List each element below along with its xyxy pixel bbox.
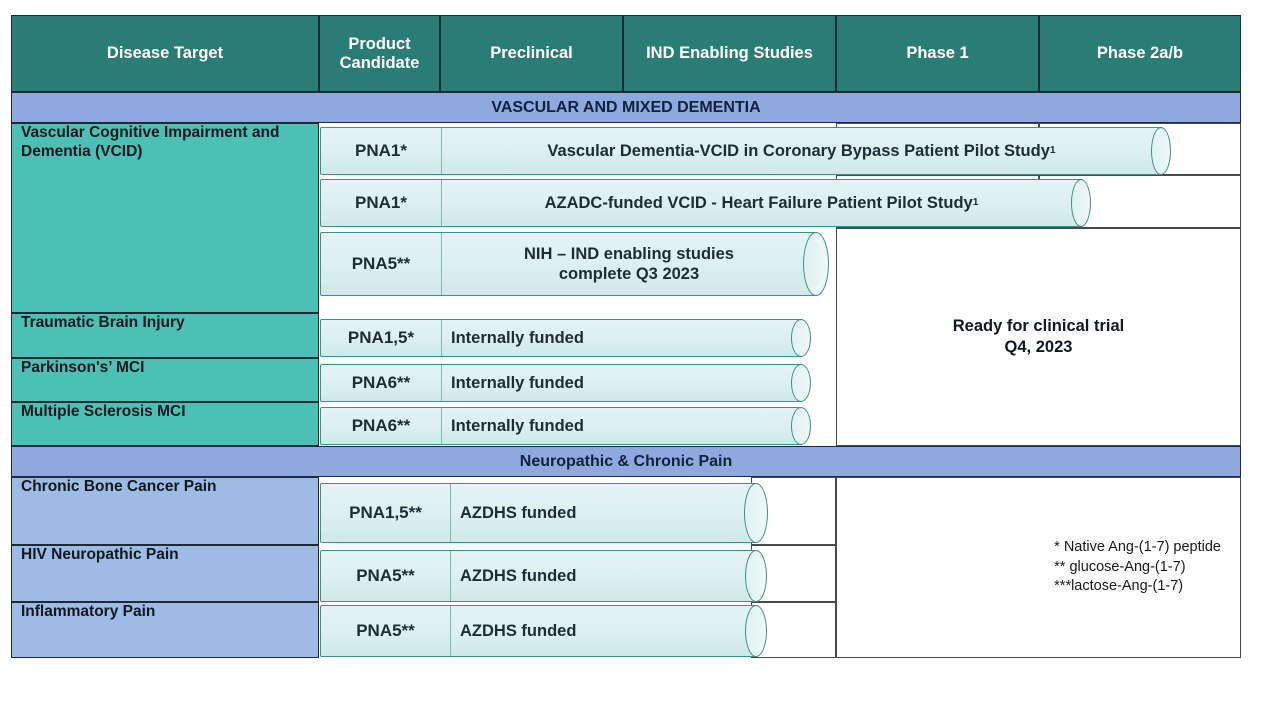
header-ind-enabling-studies-label: IND Enabling Studies <box>646 44 813 63</box>
pipeline-bar-divider-pain-row-2 <box>450 551 451 601</box>
footnote-double-asterisk: ** glucose-Ang-(1-7) <box>1054 558 1186 575</box>
footnote-single-asterisk: * Native Ang-(1-7) peptide <box>1054 539 1221 556</box>
disease-target-inflammatory-pain: Inflammatory Pain <box>11 602 319 658</box>
preclinical-label-row-3-line-1: NIH – IND enabling studies <box>524 244 734 263</box>
product-candidate-pain-row-1: PNA1,5** <box>349 503 422 522</box>
section-banner-pain-label: Neuropathic & Chronic Pain <box>519 452 733 470</box>
pipeline-table: Disease Target Product Candidate Preclin… <box>11 15 1241 658</box>
pipeline-bar-divider-row-6 <box>441 408 442 444</box>
preclinical-footnote-marker-row-1: 1 <box>1049 144 1056 156</box>
disease-target-hiv-neuropathic-pain: HIV Neuropathic Pain <box>11 545 319 602</box>
header-product-candidate: Product Candidate <box>319 15 440 92</box>
pipeline-bar-divider-row-1 <box>441 128 442 174</box>
preclinical-label-row-1: Vascular Dementia-VCID in Coronary Bypas… <box>547 141 1050 160</box>
pipeline-bar-divider-pain-row-1 <box>450 484 451 542</box>
pipeline-bar-pain-row-2: PNA5** AZDHS funded <box>320 550 767 602</box>
pipeline-bar-divider-row-4 <box>441 320 442 356</box>
header-ind-enabling-studies: IND Enabling Studies <box>623 15 836 92</box>
pipeline-bar-cap-pain-row-2 <box>745 550 767 602</box>
phase1-note-line-2: Q4, 2023 <box>1004 338 1073 356</box>
preclinical-text-row-2: AZADC-funded VCID - Heart Failure Patien… <box>441 180 1082 226</box>
footnote-triple-asterisk: ***lactose-Ang-(1-7) <box>1054 578 1184 595</box>
header-phase-1: Phase 1 <box>836 15 1039 92</box>
pipeline-bar-cap-row-1 <box>1151 127 1171 175</box>
preclinical-text-row-6: Internally funded <box>451 416 584 435</box>
phase1-note-line-1: Ready for clinical trial <box>952 316 1125 335</box>
disease-target-tbi: Traumatic Brain Injury <box>11 313 319 358</box>
disease-target-parkinsons-mci-label: Parkinson's’ MCI <box>21 359 145 376</box>
header-phase-2ab-label: Phase 2a/b <box>1096 44 1184 63</box>
preclinical-text-pain-row-3: AZDHS funded <box>460 621 577 640</box>
phase1-ready-for-clinical-trial-note: Ready for clinical trial Q4, 2023 <box>836 228 1241 446</box>
preclinical-label-row-2: AZADC-funded VCID - Heart Failure Patien… <box>544 193 973 212</box>
preclinical-text-row-3: NIH – IND enabling studies complete Q3 2… <box>441 233 817 295</box>
preclinical-text-pain-row-2: AZDHS funded <box>460 566 577 585</box>
preclinical-text-pain-row-1: AZDHS funded <box>460 503 577 522</box>
pipeline-bar-cap-pain-row-1 <box>744 483 768 543</box>
pipeline-bar-cap-row-2 <box>1071 179 1091 227</box>
product-candidate-row-6: PNA6** <box>351 416 411 435</box>
pipeline-bar-row-6: PNA6** Internally funded <box>320 407 811 445</box>
disease-target-inflammatory-pain-label: Inflammatory Pain <box>21 603 156 620</box>
disease-target-ms-mci: Multiple Sclerosis MCI <box>11 402 319 446</box>
pipeline-bar-divider-row-3 <box>441 233 442 295</box>
product-candidate-row-5: PNA6** <box>351 373 411 392</box>
pipeline-bar-cap-row-6 <box>791 407 811 445</box>
disease-target-hiv-neuropathic-pain-label: HIV Neuropathic Pain <box>21 546 179 563</box>
pipeline-bar-cap-row-3 <box>803 232 829 296</box>
header-preclinical-label: Preclinical <box>490 44 573 63</box>
product-candidate-row-4: PNA1,5* <box>347 328 415 347</box>
product-candidate-pain-row-3: PNA5** <box>356 621 415 640</box>
pipeline-bar-pain-row-1: PNA1,5** AZDHS funded <box>320 483 768 543</box>
disease-target-chronic-bone-cancer-pain-label: Chronic Bone Cancer Pain <box>21 478 217 495</box>
pipeline-bar-divider-row-5 <box>441 365 442 401</box>
pipeline-bar-row-2: PNA1* AZADC-funded VCID - Heart Failure … <box>320 179 1091 227</box>
pipeline-bar-row-3: PNA5** NIH – IND enabling studies comple… <box>320 232 829 296</box>
footnotes-box: * Native Ang-(1-7) peptide ** glucose-An… <box>836 477 1241 658</box>
pipeline-bar-row-5: PNA6** Internally funded <box>320 364 811 402</box>
header-phase-2ab: Phase 2a/b <box>1039 15 1241 92</box>
pipeline-bar-cap-row-4 <box>791 319 811 357</box>
product-candidate-row-3: PNA5** <box>351 254 411 273</box>
preclinical-text-row-5: Internally funded <box>451 373 584 392</box>
product-candidate-row-1: PNA1* <box>355 141 407 160</box>
pipeline-bar-cap-row-5 <box>791 364 811 402</box>
preclinical-footnote-marker-row-2: 1 <box>972 196 979 208</box>
section-banner-vascular: VASCULAR AND MIXED DEMENTIA <box>11 92 1241 123</box>
product-candidate-pain-row-2: PNA5** <box>356 566 415 585</box>
preclinical-label-row-3-line-2: complete Q3 2023 <box>558 265 700 283</box>
preclinical-text-row-1: Vascular Dementia-VCID in Coronary Bypas… <box>441 128 1162 174</box>
header-product-candidate-label: Product Candidate <box>339 35 420 72</box>
header-phase-1-label: Phase 1 <box>906 44 969 63</box>
pipeline-bar-row-4: PNA1,5* Internally funded <box>320 319 811 357</box>
header-disease-target: Disease Target <box>11 15 319 92</box>
pipeline-bar-divider-row-2 <box>441 180 442 226</box>
disease-target-vcid: Vascular Cognitive Impairment and Dement… <box>11 123 319 313</box>
preclinical-text-row-4: Internally funded <box>451 328 584 347</box>
pipeline-bar-divider-pain-row-3 <box>450 606 451 656</box>
pipeline-bar-pain-row-3: PNA5** AZDHS funded <box>320 605 767 657</box>
footnotes-list: * Native Ang-(1-7) peptide ** glucose-An… <box>1054 538 1221 597</box>
section-banner-pain: Neuropathic & Chronic Pain <box>11 446 1241 477</box>
disease-target-parkinsons-mci: Parkinson's’ MCI <box>11 358 319 402</box>
disease-target-vcid-label: Vascular Cognitive Impairment and Dement… <box>21 124 280 160</box>
disease-target-ms-mci-label: Multiple Sclerosis MCI <box>21 403 186 420</box>
pipeline-bar-cap-pain-row-3 <box>745 605 767 657</box>
product-candidate-row-2: PNA1* <box>355 193 407 212</box>
header-preclinical: Preclinical <box>440 15 623 92</box>
header-disease-target-label: Disease Target <box>106 44 224 63</box>
section-banner-vascular-label: VASCULAR AND MIXED DEMENTIA <box>491 98 761 116</box>
pipeline-bar-row-1: PNA1* Vascular Dementia-VCID in Coronary… <box>320 127 1171 175</box>
disease-target-chronic-bone-cancer-pain: Chronic Bone Cancer Pain <box>11 477 319 545</box>
disease-target-tbi-label: Traumatic Brain Injury <box>21 314 185 331</box>
